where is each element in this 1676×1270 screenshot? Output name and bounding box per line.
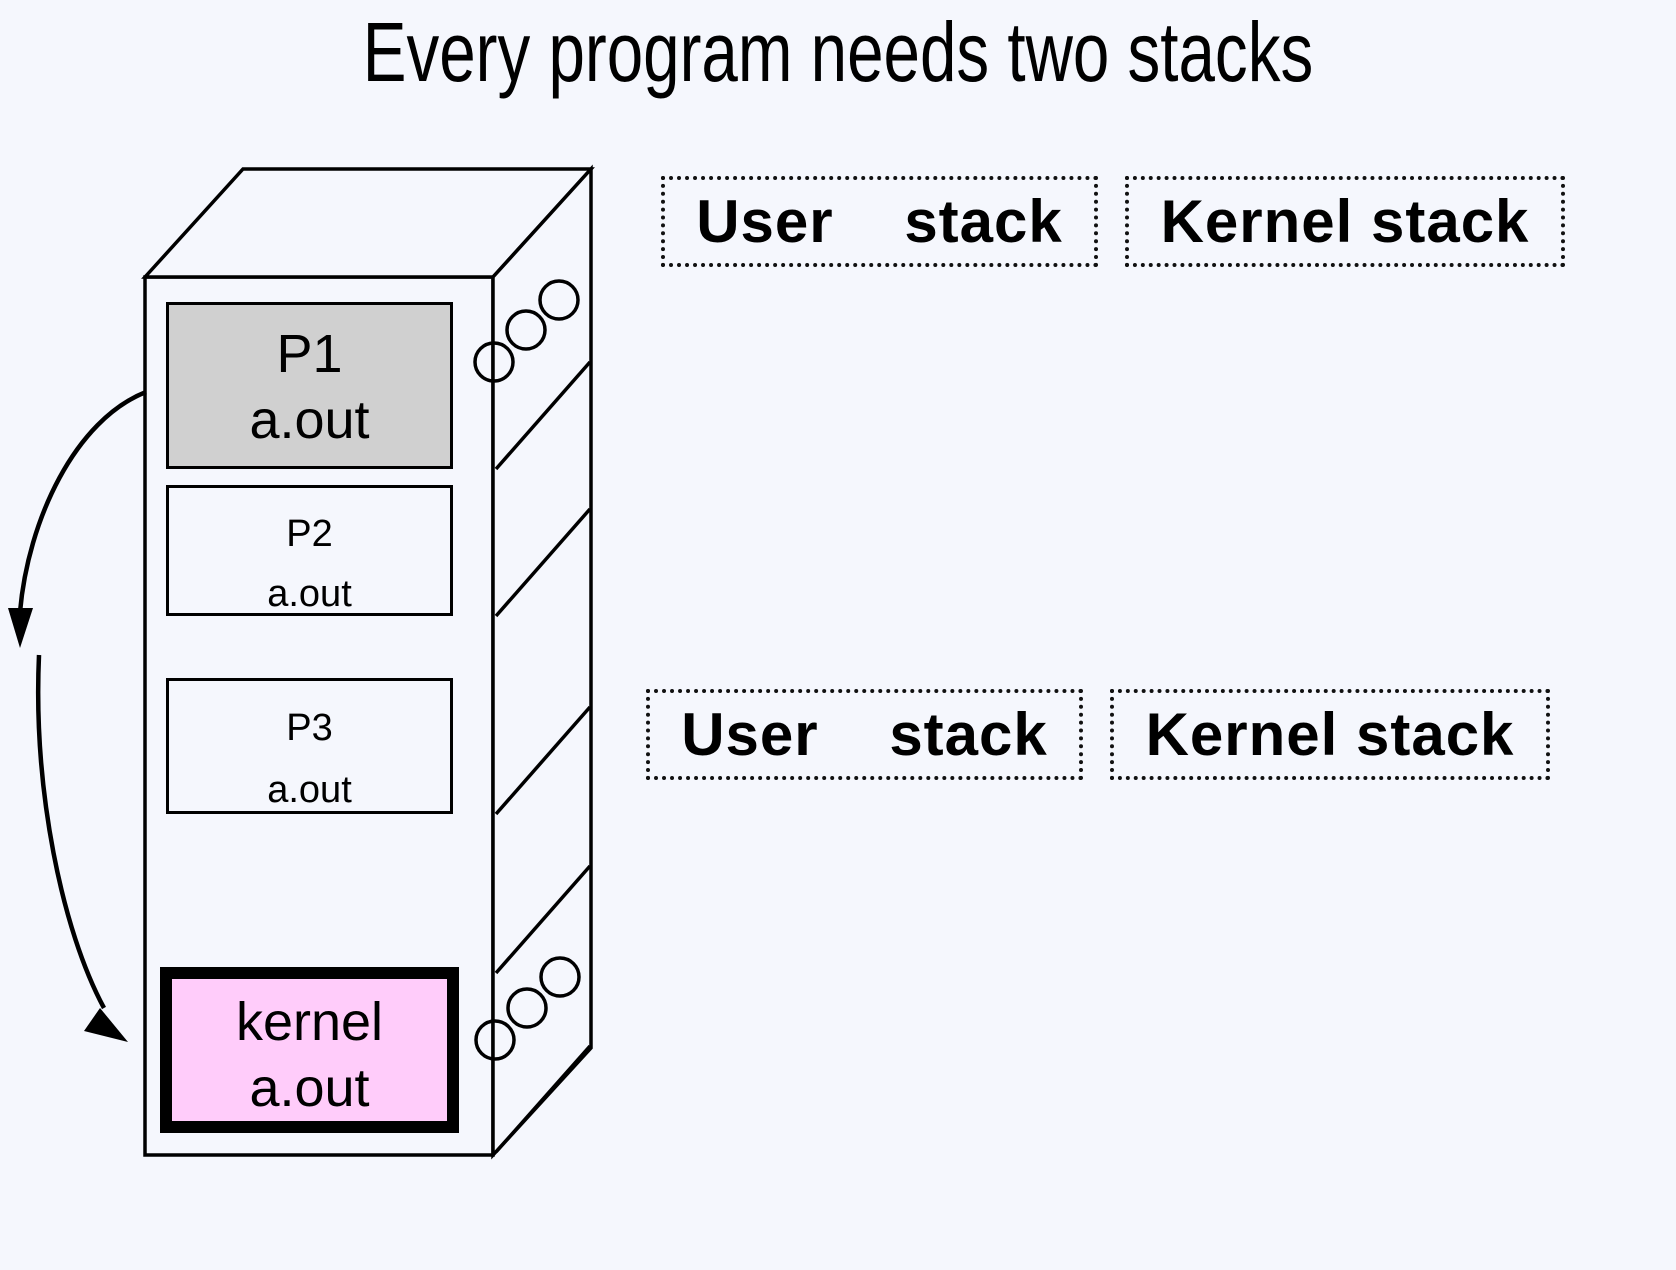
kernel-stack-box-bottom[interactable]: Kernel stack [1110, 689, 1550, 780]
kernel-stack-label-bottom: Kernel stack [1145, 701, 1515, 768]
user-stack-box-top[interactable]: User stack [661, 176, 1098, 267]
process-slot-p2-binary: a.out [267, 573, 352, 615]
process-slot-kernel-binary: a.out [249, 1058, 370, 1118]
kernel-stack-box-top[interactable]: Kernel stack [1125, 176, 1565, 267]
process-slot-kernel[interactable]: kernel a.out [160, 967, 459, 1133]
arrow-p1-to-middle [8, 389, 147, 648]
process-slot-p1-binary: a.out [249, 390, 370, 450]
kernel-stack-label-top: Kernel stack [1160, 188, 1530, 255]
process-slot-p2-name: P2 [286, 513, 333, 555]
tower-top-face [141, 167, 595, 279]
process-slot-p3[interactable]: P3 a.out [166, 678, 453, 814]
user-stack-label-top: User stack [696, 188, 1063, 255]
tower-vent-holes-bottom [474, 956, 581, 1061]
process-slot-p1[interactable]: P1 a.out [166, 302, 453, 469]
process-slot-p3-name: P3 [286, 707, 333, 749]
process-slot-p2[interactable]: P2 a.out [166, 485, 453, 616]
user-stack-box-bottom[interactable]: User stack [646, 689, 1083, 780]
process-slot-p1-name: P1 [276, 324, 343, 384]
tower-vent-holes-top [473, 279, 580, 383]
process-slot-kernel-name: kernel [235, 992, 384, 1052]
page-title: Every program needs two stacks [362, 5, 1314, 99]
tower-side-face [491, 164, 593, 1160]
user-stack-label-bottom: User stack [681, 701, 1048, 768]
process-slot-p3-binary: a.out [267, 769, 352, 811]
tower-side-slot-lines [494, 360, 592, 1154]
arrow-middle-to-kernel [35, 654, 128, 1042]
